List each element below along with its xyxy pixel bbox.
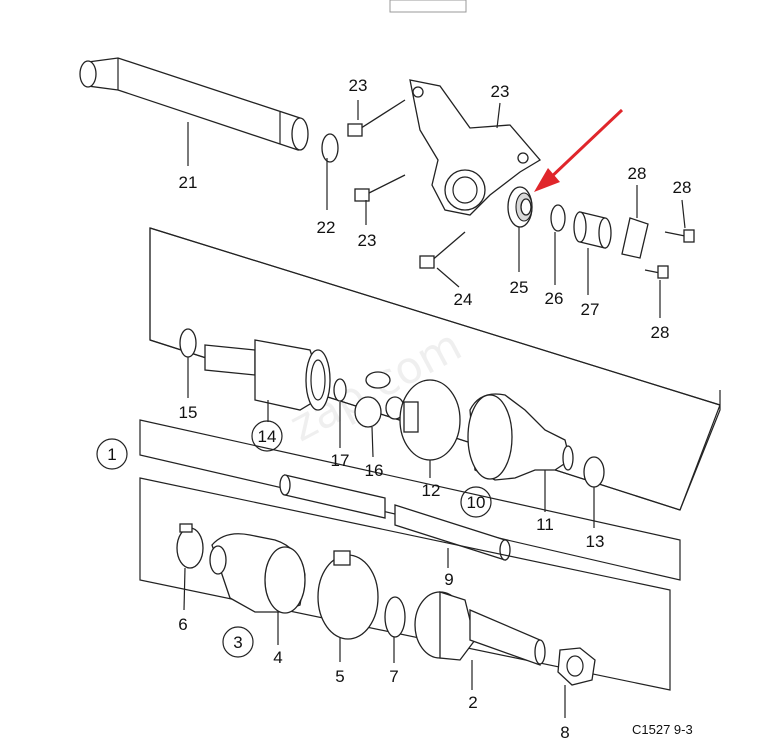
callout-ring-1	[96, 438, 128, 470]
boot-clamp-part	[399, 379, 461, 461]
dust-plate-part	[621, 217, 649, 259]
small-clamp-part	[176, 523, 204, 569]
callout-28-a: 28	[673, 178, 692, 197]
callout-15: 15	[179, 403, 198, 422]
callout-14: 14	[258, 427, 277, 446]
driveshaft-frame	[139, 419, 681, 581]
outer-boot-part	[209, 533, 306, 614]
circlip-part	[179, 328, 197, 358]
outer-joint-frame	[139, 477, 671, 691]
callout-13: 13	[586, 532, 605, 551]
screw-part	[664, 229, 695, 243]
tripod-part	[354, 371, 405, 428]
driveshaft-part	[279, 474, 511, 561]
callout-5: 5	[335, 667, 344, 686]
circlip-part	[384, 596, 406, 638]
callout-28-b: 28	[651, 323, 670, 342]
intermediate-shaft-part	[79, 57, 309, 151]
callout-24: 25	[510, 278, 529, 297]
clip-part	[583, 456, 605, 488]
callout-22: 23	[491, 82, 510, 101]
callout-20: 21	[179, 173, 198, 192]
tripod-housing-part	[204, 339, 331, 411]
callout-11: 11	[536, 515, 554, 534]
red-pointer-arrow	[534, 108, 624, 192]
callout-1: 1	[107, 445, 116, 464]
circlip-part	[321, 133, 339, 163]
callout-23-b: 23	[358, 231, 377, 250]
callout-23-c: 24	[454, 290, 473, 309]
hub-nut-part	[557, 647, 596, 686]
reference-code: C1527 9-3	[632, 722, 693, 737]
callout-17: 17	[331, 451, 350, 470]
callout-12: 12	[422, 481, 441, 500]
large-clamp-part	[317, 550, 379, 640]
bolt-part	[347, 99, 406, 137]
bolt-part	[354, 174, 406, 202]
callout-3: 3	[233, 633, 242, 652]
leader-lines	[183, 100, 686, 718]
callout-25: 26	[545, 289, 564, 308]
inner-boot-part	[467, 393, 574, 481]
callout-ring-14	[251, 420, 283, 452]
callout-8: 8	[560, 723, 569, 742]
sleeve-part	[573, 211, 612, 249]
callout-ring-3	[222, 626, 254, 658]
callout-21: 22	[317, 218, 336, 237]
top-tab	[389, 0, 467, 13]
callout-23-a: 23	[349, 76, 368, 95]
bearing-bracket-part	[409, 79, 541, 216]
callout-10: 10	[467, 493, 486, 512]
callout-26: 27	[581, 300, 600, 319]
outer-cv-joint-part	[414, 591, 546, 666]
screw-part	[644, 265, 669, 279]
callout-ring-10	[460, 486, 492, 518]
snap-ring-part	[550, 204, 566, 232]
bearing-part	[507, 186, 533, 228]
callout-2: 2	[468, 693, 477, 712]
callout-27: 28	[628, 164, 647, 183]
callout-7: 7	[389, 667, 398, 686]
circlip-part	[333, 378, 347, 402]
bolt-part	[419, 231, 466, 269]
callout-6: 6	[178, 615, 187, 634]
callout-9: 9	[444, 570, 453, 589]
callout-16: 16	[365, 461, 384, 480]
callout-4: 4	[273, 648, 282, 667]
